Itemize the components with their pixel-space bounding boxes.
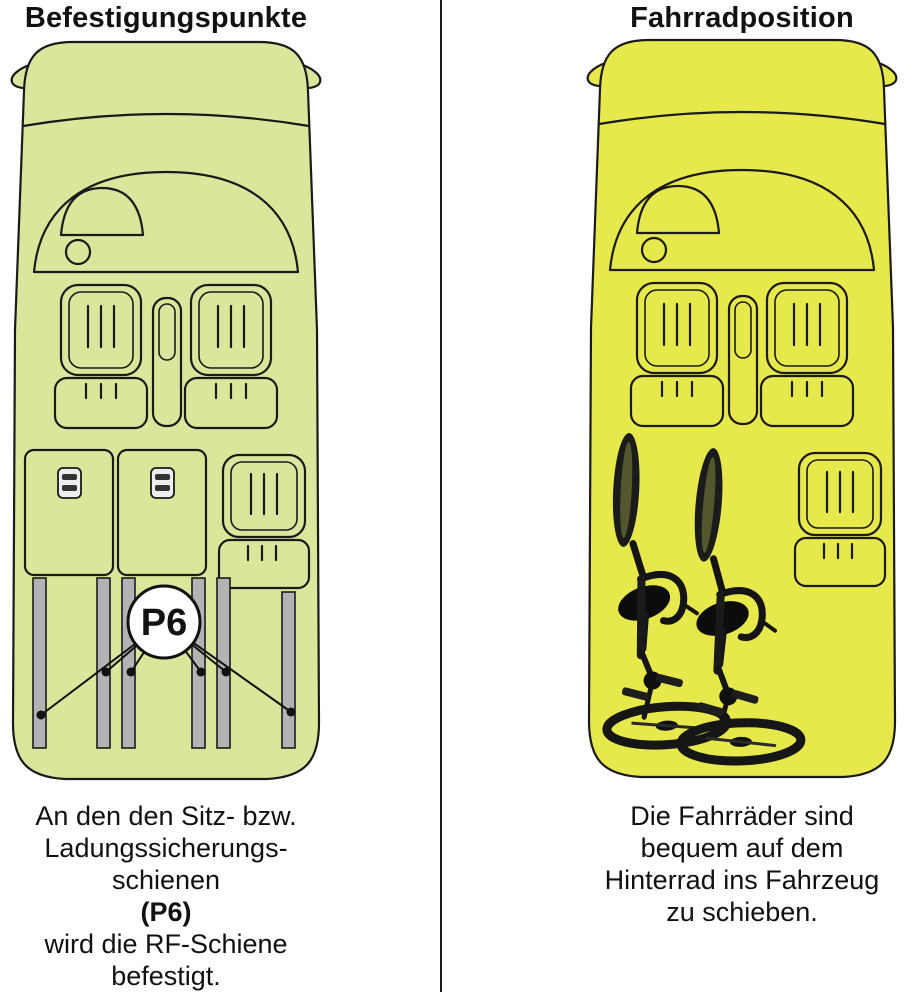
- left-panel-title: Befestigungspunkte: [24, 2, 308, 34]
- caption-line: Die Fahrräder sind: [630, 801, 854, 831]
- caption-line: Ladungssicherungs-: [44, 833, 288, 863]
- vehicle-base-right: [583, 38, 901, 779]
- caption-line: Hinterrad ins Fahrzeug: [604, 865, 880, 895]
- folded-seat-right: [116, 448, 208, 577]
- caption-line: befestigt.: [111, 961, 221, 991]
- seat-release-handle-right-icon: [150, 467, 175, 499]
- p6-marker: P6: [36, 584, 296, 720]
- right-panel-title: Fahrradposition: [630, 2, 854, 34]
- panel-divider: [440, 0, 442, 992]
- rail-1: [32, 577, 47, 749]
- p6-mount-dots: [36, 667, 296, 720]
- caption-line: An den den Sitz- bzw.: [35, 801, 297, 831]
- rail-6: [281, 591, 296, 749]
- folded-seats: [23, 448, 208, 577]
- vehicle-base-left: [7, 40, 325, 781]
- p6-circle-badge: [126, 584, 202, 660]
- caption-line: bequem auf dem: [640, 833, 844, 863]
- caption-line: schienen: [111, 865, 221, 895]
- left-caption: An den den Sitz- bzw. Ladungssicherungs-…: [0, 800, 336, 992]
- rail-2: [96, 577, 111, 749]
- vehicle-diagram-mounting: P6: [7, 40, 325, 781]
- caption-line-p6: (P6): [140, 897, 192, 927]
- vehicle-diagram-bikes: [577, 38, 901, 779]
- caption-line: wird die RF-Schiene: [44, 929, 288, 959]
- right-caption: Die Fahrräder sind bequem auf dem Hinter…: [572, 800, 909, 928]
- seat-release-handle-left-icon: [57, 467, 82, 499]
- caption-line: zu schieben.: [666, 897, 818, 927]
- folded-seat-left: [23, 448, 115, 577]
- p6-label: P6: [141, 602, 187, 644]
